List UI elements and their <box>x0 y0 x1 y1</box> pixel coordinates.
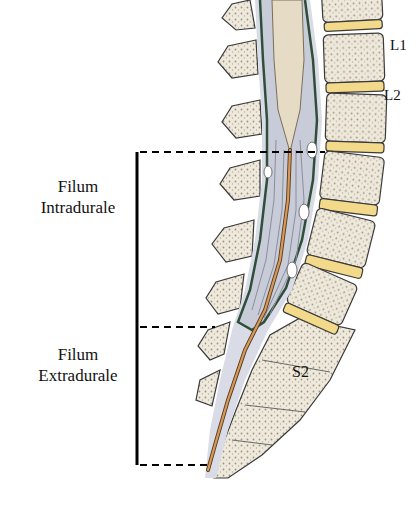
spinal-canal <box>205 0 322 478</box>
region-label: Filum Extradurale <box>28 344 128 387</box>
cauda-equina <box>252 140 304 318</box>
vertebra-label: S2 <box>292 362 322 382</box>
filum-terminale <box>208 150 290 470</box>
bracket <box>137 152 325 465</box>
vertebra-label: L1 <box>390 36 419 55</box>
vertebra-label: L2 <box>384 86 414 105</box>
spinal-cord <box>272 0 304 152</box>
filum-terminale-core <box>208 150 290 470</box>
dural-sac <box>238 0 317 330</box>
region-label: Filum Intradurale <box>28 176 128 219</box>
